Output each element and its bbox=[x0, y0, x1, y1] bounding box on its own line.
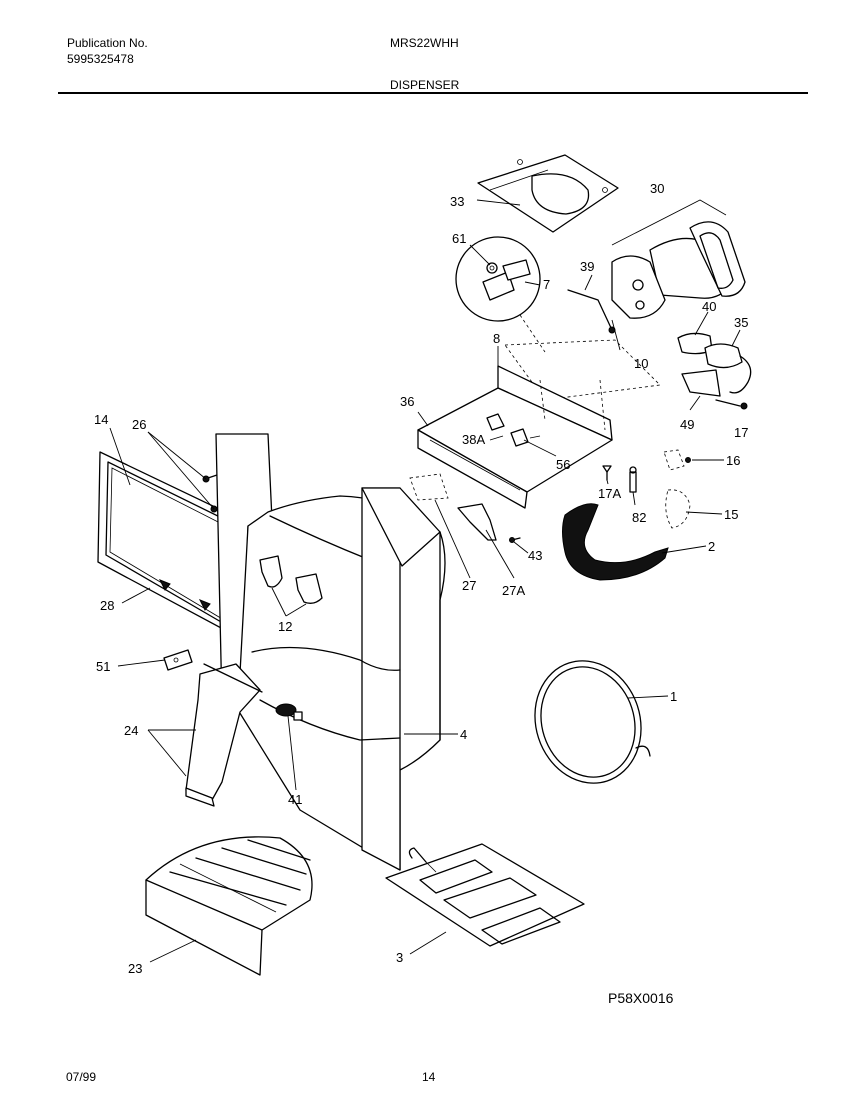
footer-page-number: 14 bbox=[422, 1070, 436, 1084]
publication-label: Publication No. bbox=[67, 36, 148, 50]
callout-17a: 17A bbox=[598, 486, 621, 501]
part-1-gasket bbox=[534, 660, 651, 784]
part-61-7-detail-circle bbox=[455, 236, 546, 353]
callout-61: 61 bbox=[452, 231, 466, 246]
part-4-housing bbox=[215, 433, 446, 871]
callout-49: 49 bbox=[680, 417, 694, 432]
callout-38a: 38A bbox=[462, 432, 485, 447]
callout-35: 35 bbox=[734, 315, 748, 330]
callout-12: 12 bbox=[278, 619, 292, 634]
part-17a-82-16-15-fasteners bbox=[602, 449, 691, 529]
part-2-ice-ramp bbox=[562, 503, 669, 581]
part-30-chute-door bbox=[611, 199, 746, 319]
callout-3: 3 bbox=[396, 950, 403, 965]
callout-10: 10 bbox=[634, 356, 648, 371]
section-title: DISPENSER bbox=[390, 78, 460, 92]
part-49-bracket bbox=[681, 369, 748, 410]
header-rule bbox=[58, 92, 808, 94]
callout-40: 40 bbox=[702, 299, 716, 314]
part-51-bracket bbox=[163, 649, 193, 671]
part-3-heater bbox=[385, 843, 585, 947]
callout-36: 36 bbox=[400, 394, 414, 409]
callout-24: 24 bbox=[124, 723, 138, 738]
callout-17: 17 bbox=[734, 425, 748, 440]
part-8-36-control-housing bbox=[417, 339, 661, 509]
callout-2: 2 bbox=[708, 539, 715, 554]
footer-date: 07/99 bbox=[66, 1070, 97, 1084]
callout-4: 4 bbox=[460, 727, 467, 742]
callout-23: 23 bbox=[128, 961, 142, 976]
callout-28: 28 bbox=[100, 598, 114, 613]
callout-43: 43 bbox=[528, 548, 542, 563]
callout-16: 16 bbox=[726, 453, 740, 468]
callout-7: 7 bbox=[543, 277, 550, 292]
part-33-cover-plate bbox=[477, 154, 619, 233]
callout-27: 27 bbox=[462, 578, 476, 593]
callout-27a: 27A bbox=[502, 583, 525, 598]
callout-labels: 33 30 61 7 39 40 35 8 10 36 49 17 38A 56… bbox=[94, 181, 748, 1006]
part-41-socket bbox=[275, 703, 303, 721]
model-number: MRS22WHH bbox=[390, 36, 459, 50]
callout-41: 41 bbox=[288, 792, 302, 807]
part-39-rod bbox=[567, 289, 616, 334]
figure-code: P58X0016 bbox=[608, 990, 674, 1006]
part-40-35-solenoid bbox=[677, 332, 752, 394]
callout-82: 82 bbox=[632, 510, 646, 525]
callout-26: 26 bbox=[132, 417, 146, 432]
callout-33: 33 bbox=[450, 194, 464, 209]
callout-1: 1 bbox=[670, 689, 677, 704]
leader-lines bbox=[109, 199, 741, 963]
part-24-dispenser-lever bbox=[185, 663, 263, 807]
callout-15: 15 bbox=[724, 507, 738, 522]
callout-39: 39 bbox=[580, 259, 594, 274]
publication-number: 5995325478 bbox=[67, 52, 134, 66]
part-12-clips bbox=[259, 555, 323, 604]
callout-8: 8 bbox=[493, 331, 500, 346]
callout-30: 30 bbox=[650, 181, 664, 196]
callout-56: 56 bbox=[556, 457, 570, 472]
callout-14: 14 bbox=[94, 412, 108, 427]
callout-51: 51 bbox=[96, 659, 110, 674]
part-23-drip-tray bbox=[145, 836, 313, 976]
